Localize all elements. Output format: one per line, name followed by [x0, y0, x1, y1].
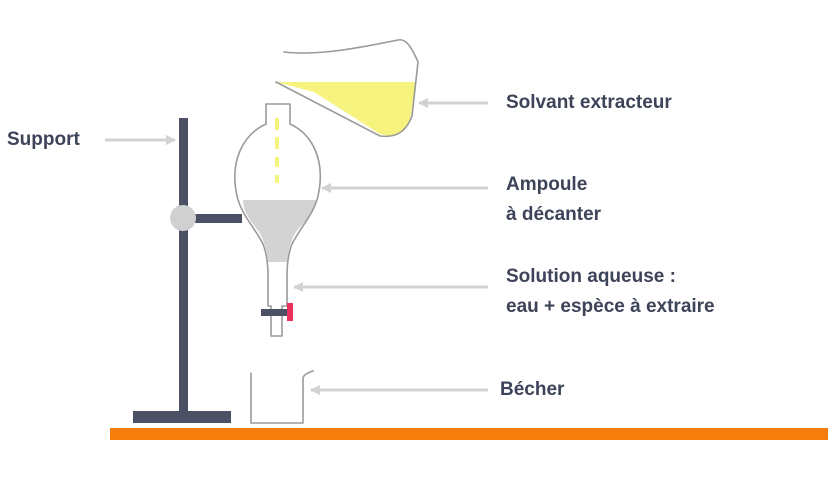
- label-support-text: Support: [7, 129, 80, 150]
- retort-stand-icon: [133, 118, 242, 423]
- falling-solvent-drops: [275, 118, 279, 183]
- bench-surface: [110, 428, 828, 440]
- beaker-outline: [250, 370, 314, 424]
- funnel-body: [234, 103, 322, 337]
- beaker-icon: [250, 370, 314, 424]
- aqueous-layer: [243, 200, 316, 262]
- label-ampoule-line-1: Ampoule: [506, 174, 588, 195]
- label-ampoule-a-decanter: Ampoule à décanter: [506, 170, 601, 230]
- clamp-arm: [184, 214, 242, 223]
- clamp-ball: [170, 205, 196, 231]
- pouring-flask-icon: [275, 38, 419, 138]
- label-solution-line-1: Solution aqueuse :: [506, 266, 676, 287]
- label-ampoule-line-2: à décanter: [506, 204, 602, 225]
- stopcock-handle: [287, 303, 293, 321]
- label-becher-text: Bécher: [500, 379, 565, 400]
- stand-base: [133, 411, 231, 423]
- stopcock-stem: [261, 309, 291, 316]
- solvent-liquid: [276, 82, 416, 136]
- separatory-funnel-icon: [234, 103, 322, 337]
- stand-rod: [179, 118, 188, 415]
- label-solvant-extracteur: Solvant extracteur: [506, 88, 672, 118]
- label-support: Support: [7, 125, 80, 155]
- label-solution-aqueuse: Solution aqueuse : eau + espèce à extrai…: [506, 262, 715, 322]
- label-solvant-text: Solvant extracteur: [506, 92, 672, 113]
- label-arrows: [105, 98, 488, 395]
- label-becher: Bécher: [500, 375, 564, 405]
- label-solution-line-2: eau + espèce à extraire: [506, 296, 715, 317]
- flask-outline: [275, 38, 419, 138]
